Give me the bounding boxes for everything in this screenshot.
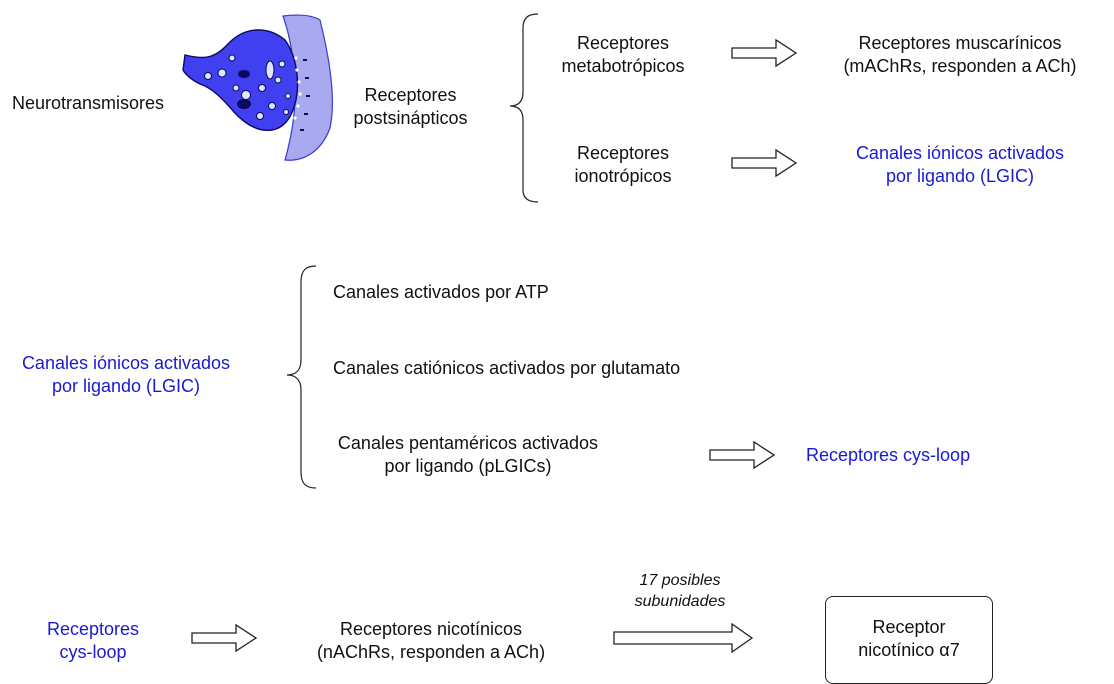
lgic-top-line2: por ligando (LGIC) — [885, 166, 1035, 186]
postsynaptic-line2: postsinápticos — [353, 108, 468, 128]
label-cysloop-bottom: Receptores cys-loop — [28, 618, 158, 664]
arrow-cysloop — [191, 624, 257, 652]
alpha7-line2: nicotínico α7 — [858, 640, 960, 660]
nicotinic-line1: Receptores nicotínicos — [339, 619, 523, 639]
synaptic-vesicles — [204, 54, 291, 120]
brace-lgic-types — [286, 265, 317, 489]
cysloop-bottom-line2: cys-loop — [59, 642, 127, 662]
postsynaptic-line1: Receptores — [364, 85, 457, 105]
label-atp-channels: Canales activados por ATP — [333, 282, 549, 302]
alpha7-line1: Receptor — [872, 617, 946, 637]
cysloop-bottom-line1: Receptores — [46, 619, 140, 639]
pentameric-line1: Canales pentaméricos activados — [337, 433, 599, 453]
ionotropic-line1: Receptores — [576, 143, 670, 163]
label-ionotropic: Receptores ionotrópicos — [548, 142, 698, 188]
arrow-metabotropic — [731, 39, 797, 67]
metabotropic-line1: Receptores — [576, 33, 670, 53]
arrow-subunits — [613, 622, 754, 654]
lgic-middle-line1: Canales iónicos activados — [21, 353, 231, 373]
subunits-line1: 17 posibles — [639, 572, 721, 589]
arrow-ionotropic — [731, 149, 797, 177]
muscarinic-line1: Receptores muscarínicos — [858, 33, 1062, 53]
label-postsynaptic-receptors: Receptores postsinápticos — [333, 84, 488, 130]
label-subunits: 17 posibles subunidades — [620, 570, 740, 612]
label-metabotropic: Receptores metabotrópicos — [548, 32, 698, 78]
label-muscarinic-receptors: Receptores muscarínicos (mAChRs, respond… — [812, 32, 1108, 78]
label-alpha7-receptor: Receptor nicotínico α7 — [826, 616, 992, 662]
label-glutamate-channels: Canales catiónicos activados por glutama… — [333, 358, 681, 378]
label-cysloop-middle: Receptores cys-loop — [806, 445, 971, 465]
label-neurotransmitters: Neurotransmisores — [12, 93, 165, 113]
brace-receptor-types — [509, 13, 539, 203]
label-lgic-top: Canales iónicos activados por ligando (L… — [812, 142, 1108, 188]
subunits-line2: subunidades — [634, 593, 726, 610]
lgic-middle-line2: por ligando (LGIC) — [51, 376, 201, 396]
label-pentameric-channels: Canales pentaméricos activados por ligan… — [326, 432, 610, 478]
arrow-pentameric — [709, 441, 775, 469]
lgic-top-line1: Canales iónicos activados — [855, 143, 1065, 163]
metabotropic-line2: metabotrópicos — [561, 56, 685, 76]
label-lgic-middle: Canales iónicos activados por ligando (L… — [6, 352, 246, 398]
synapse-illustration — [182, 14, 333, 161]
nicotinic-line2: (nAChRs, responden a ACh) — [316, 642, 546, 662]
label-nicotinic-receptors: Receptores nicotínicos (nAChRs, responde… — [286, 618, 576, 664]
alpha7-box — [825, 596, 993, 684]
ionotropic-line2: ionotrópicos — [574, 166, 672, 186]
muscarinic-line2: (mAChRs, responden a ACh) — [843, 56, 1077, 76]
pentameric-line2: por ligando (pLGICs) — [384, 456, 552, 476]
